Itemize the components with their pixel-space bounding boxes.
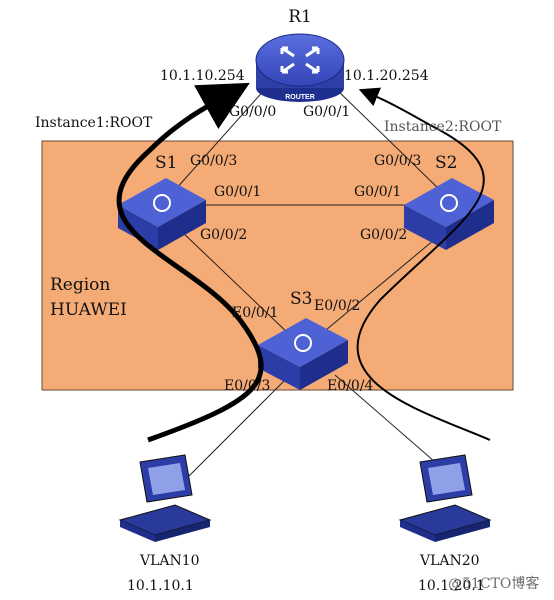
switch-s1 bbox=[118, 178, 206, 250]
s1-port-s3: G0/0/2 bbox=[200, 227, 247, 243]
link-r1-s1 bbox=[174, 87, 267, 191]
router-arrows-icon bbox=[280, 46, 320, 74]
r1-port-right: G0/0/1 bbox=[303, 104, 350, 120]
s3-port-pc2: E0/0/4 bbox=[327, 378, 373, 394]
instance2-path-arrow bbox=[356, 87, 491, 441]
s2-port-r1: G0/0/3 bbox=[374, 153, 421, 169]
region-label-line2: HUAWEI bbox=[50, 300, 127, 320]
switch-s3 bbox=[258, 318, 348, 390]
links bbox=[174, 87, 451, 481]
pc1-vlan-label: VLAN10 bbox=[139, 553, 200, 569]
s3-label: S3 bbox=[290, 289, 312, 309]
s3-port-s1: E0/0/1 bbox=[232, 305, 278, 321]
instance2-label: Instance2:ROOT bbox=[384, 119, 502, 135]
switch-icon bbox=[153, 194, 171, 212]
r1-label: R1 bbox=[288, 7, 312, 27]
link-s2-s3 bbox=[319, 234, 441, 336]
instance1-label: Instance1:ROOT bbox=[35, 115, 153, 131]
s2-port-s1: G0/0/1 bbox=[354, 184, 401, 200]
pc2-vlan-label: VLAN20 bbox=[419, 553, 480, 569]
pc1-ip-label: 10.1.10.1 bbox=[127, 578, 194, 594]
link-s1-s3 bbox=[179, 229, 291, 336]
region-label-line1: Region bbox=[50, 275, 110, 295]
router-r1: ROUTER bbox=[255, 33, 345, 102]
pc-vlan10 bbox=[118, 454, 212, 542]
s1-port-r1: G0/0/3 bbox=[190, 153, 237, 169]
pc-vlan20 bbox=[398, 454, 492, 542]
switch-icon bbox=[294, 334, 312, 352]
s2-label: S2 bbox=[435, 153, 457, 173]
link-r1-s2 bbox=[334, 87, 441, 191]
switch-s2 bbox=[404, 178, 494, 250]
s2-port-s3: G0/0/2 bbox=[360, 227, 407, 243]
instance1-path-arrow bbox=[116, 82, 264, 443]
s1-port-s2: G0/0/1 bbox=[214, 184, 261, 200]
s3-port-pc1: E0/0/3 bbox=[224, 378, 270, 394]
pc2-ip-label: 10.1.20.1 bbox=[418, 578, 485, 594]
switch-icon bbox=[440, 194, 458, 212]
s3-port-s2: E0/0/2 bbox=[314, 298, 360, 314]
s1-label: S1 bbox=[155, 153, 177, 173]
link-s3-pc2 bbox=[334, 374, 451, 476]
r1-ip-right: 10.1.20.254 bbox=[344, 68, 429, 84]
r1-ip-left: 10.1.10.254 bbox=[160, 68, 245, 84]
link-s3-pc1 bbox=[184, 374, 291, 481]
watermark: @51CTO博客 bbox=[448, 575, 539, 592]
r1-port-left: G0/0/0 bbox=[229, 104, 276, 120]
router-badge: ROUTER bbox=[285, 94, 315, 101]
